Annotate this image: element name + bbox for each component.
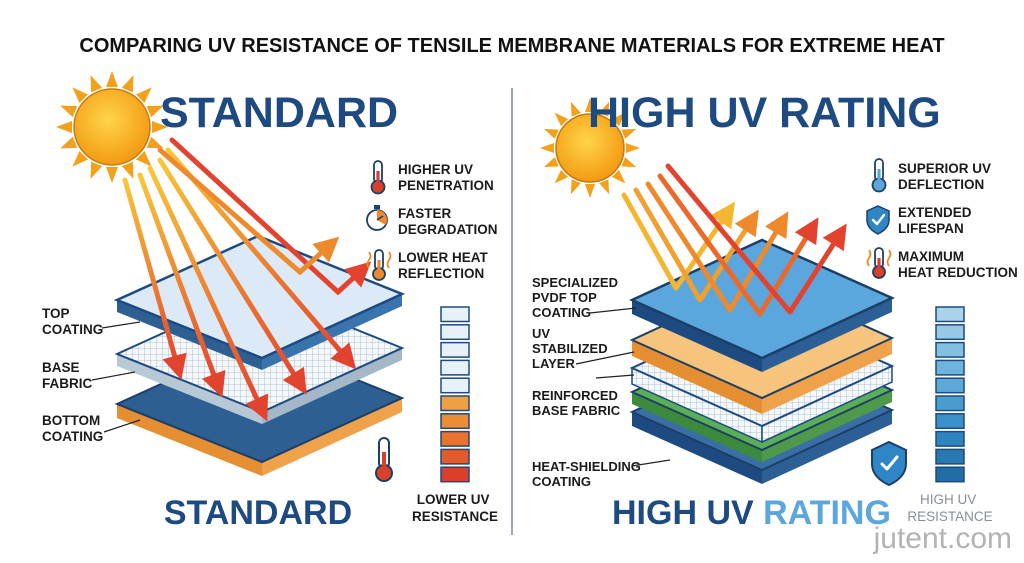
page-title: COMPARING UV RESISTANCE OF TENSILE MEMBR…: [79, 35, 944, 57]
shield-check-icon: [871, 440, 907, 487]
leader-line: [631, 459, 671, 467]
scale-segment: [935, 448, 965, 465]
layer-label: TOP COATING: [42, 306, 103, 337]
watermark: jutent.com: [873, 522, 1012, 555]
stopwatch-icon: [366, 205, 388, 231]
scale-segment: [935, 466, 965, 483]
scale-segment: [440, 324, 470, 341]
top-coating-layer-side: [117, 300, 262, 370]
pvdf-top-layer-side-right: [762, 298, 892, 372]
uv-ray-reflected: [657, 173, 819, 317]
standard-panel: STANDARD: [42, 71, 498, 532]
top-coating-layer: [113, 234, 406, 360]
scale-segment: [935, 395, 965, 412]
uv-ray: [137, 172, 226, 398]
heat-thermometer-icon: [366, 249, 392, 281]
leader-line: [595, 374, 635, 379]
uv-ray-reflected: [645, 181, 789, 313]
scale-segment: [440, 306, 470, 323]
high-uv-footer-title: HIGH UV RATING: [612, 494, 891, 532]
layer-label: SPECIALIZED PVDF TOP COATING: [532, 275, 622, 320]
scale-segment: [440, 413, 470, 430]
standard-resistance-scale: [440, 306, 470, 483]
leader-line: [589, 307, 637, 314]
thermometer-icon: [370, 160, 386, 195]
standard-layer-stack: [113, 234, 406, 476]
scale-segment: [935, 306, 965, 323]
scale-segment: [440, 466, 470, 483]
uv-ray: [147, 165, 269, 422]
green-layer-side: [632, 392, 762, 462]
layer-label: BOTTOM COATING: [42, 413, 104, 444]
leader-line: [101, 321, 141, 329]
scale-segment: [935, 359, 965, 376]
standard-uv-rays: [122, 137, 372, 422]
scale-segment: [440, 448, 470, 465]
uv-ray: [122, 177, 187, 381]
high-uv-layer-stack: [628, 238, 896, 484]
high-uv-panel: HIGH UV RATING: [532, 89, 1018, 532]
high-uv-resistance-scale: [935, 306, 965, 483]
leader-line: [103, 419, 141, 433]
uv-stabilized-layer-side-right: [762, 338, 892, 414]
standard-footer-title: STANDARD: [164, 494, 352, 532]
high-uv-resistance-label: HIGH UV RESISTANCE: [907, 492, 992, 524]
sun-icon: [540, 98, 640, 198]
feature-text: EXTENDED LIFESPAN: [898, 205, 975, 236]
standard-feature-list: HIGHER UV PENETRATION FASTER DEGRADATION: [366, 160, 498, 281]
feature-text: LOWER HEAT REFLECTION: [398, 250, 492, 281]
high-uv-layer-labels: SPECIALIZED PVDF TOP COATING UV STABILIZ…: [532, 275, 671, 489]
standard-heading: STANDARD: [160, 89, 398, 137]
scale-segment: [935, 377, 965, 394]
leader-line: [575, 351, 635, 365]
bottom-coating-layer-side: [117, 404, 262, 476]
scale-segment: [935, 324, 965, 341]
sun-icon: [56, 71, 168, 183]
feature-text: SUPERIOR UV DEFLECTION: [898, 161, 995, 192]
high-uv-feature-list: SUPERIOR UV DEFLECTION EXTENDED LIFESPAN…: [866, 158, 1018, 280]
pvdf-top-layer-side: [632, 300, 762, 372]
top-coating-layer-side-right: [262, 294, 402, 370]
scale-segment: [935, 341, 965, 358]
base-fabric-layer-side: [117, 354, 262, 424]
scale-segment: [935, 430, 965, 447]
standard-layer-labels: TOP COATING BASE FABRIC BOTTOM COATING: [42, 306, 141, 444]
scale-segment: [440, 341, 470, 358]
base-fabric-layer-side-right: [262, 348, 402, 424]
scale-segment: [935, 413, 965, 430]
scale-segment: [440, 377, 470, 394]
standard-resistance-label: LOWER UV RESISTANCE: [412, 492, 498, 524]
layer-label: REINFORCED BASE FABRIC: [532, 388, 622, 418]
scale-segment: [440, 395, 470, 412]
layer-label: HEAT-SHIELDING COATING: [532, 459, 644, 489]
layer-label: UV STABILIZED LAYER: [532, 326, 611, 371]
feature-text: FASTER DEGRADATION: [398, 206, 498, 237]
uv-ray: [169, 137, 372, 296]
layer-label: BASE FABRIC: [42, 360, 93, 391]
heat-shielding-layer-side: [632, 412, 762, 484]
bottom-coating-layer-side-right: [262, 398, 402, 476]
uv-ray-reflected: [621, 192, 736, 291]
heat-thermometer-icon: [866, 247, 892, 279]
feature-text: HIGHER UV PENETRATION: [398, 162, 494, 193]
high-uv-reflected-rays: [621, 163, 847, 317]
shield-check-icon: [866, 205, 890, 235]
feature-text: MAXIMUM HEAT REDUCTION: [898, 249, 1018, 280]
high-uv-heading: HIGH UV RATING: [588, 89, 941, 137]
thermometer-icon: [375, 437, 393, 482]
green-layer-side-right: [762, 390, 892, 462]
thermometer-icon: [871, 158, 887, 193]
scale-segment: [440, 359, 470, 376]
uv-ray-reflected: [157, 147, 340, 276]
uv-ray: [157, 157, 307, 395]
uv-ray-reflected: [665, 163, 847, 315]
uv-stabilized-layer-side: [632, 340, 762, 414]
heat-shielding-layer-side-right: [762, 410, 892, 484]
scale-segment: [440, 430, 470, 447]
leader-line: [91, 371, 136, 381]
